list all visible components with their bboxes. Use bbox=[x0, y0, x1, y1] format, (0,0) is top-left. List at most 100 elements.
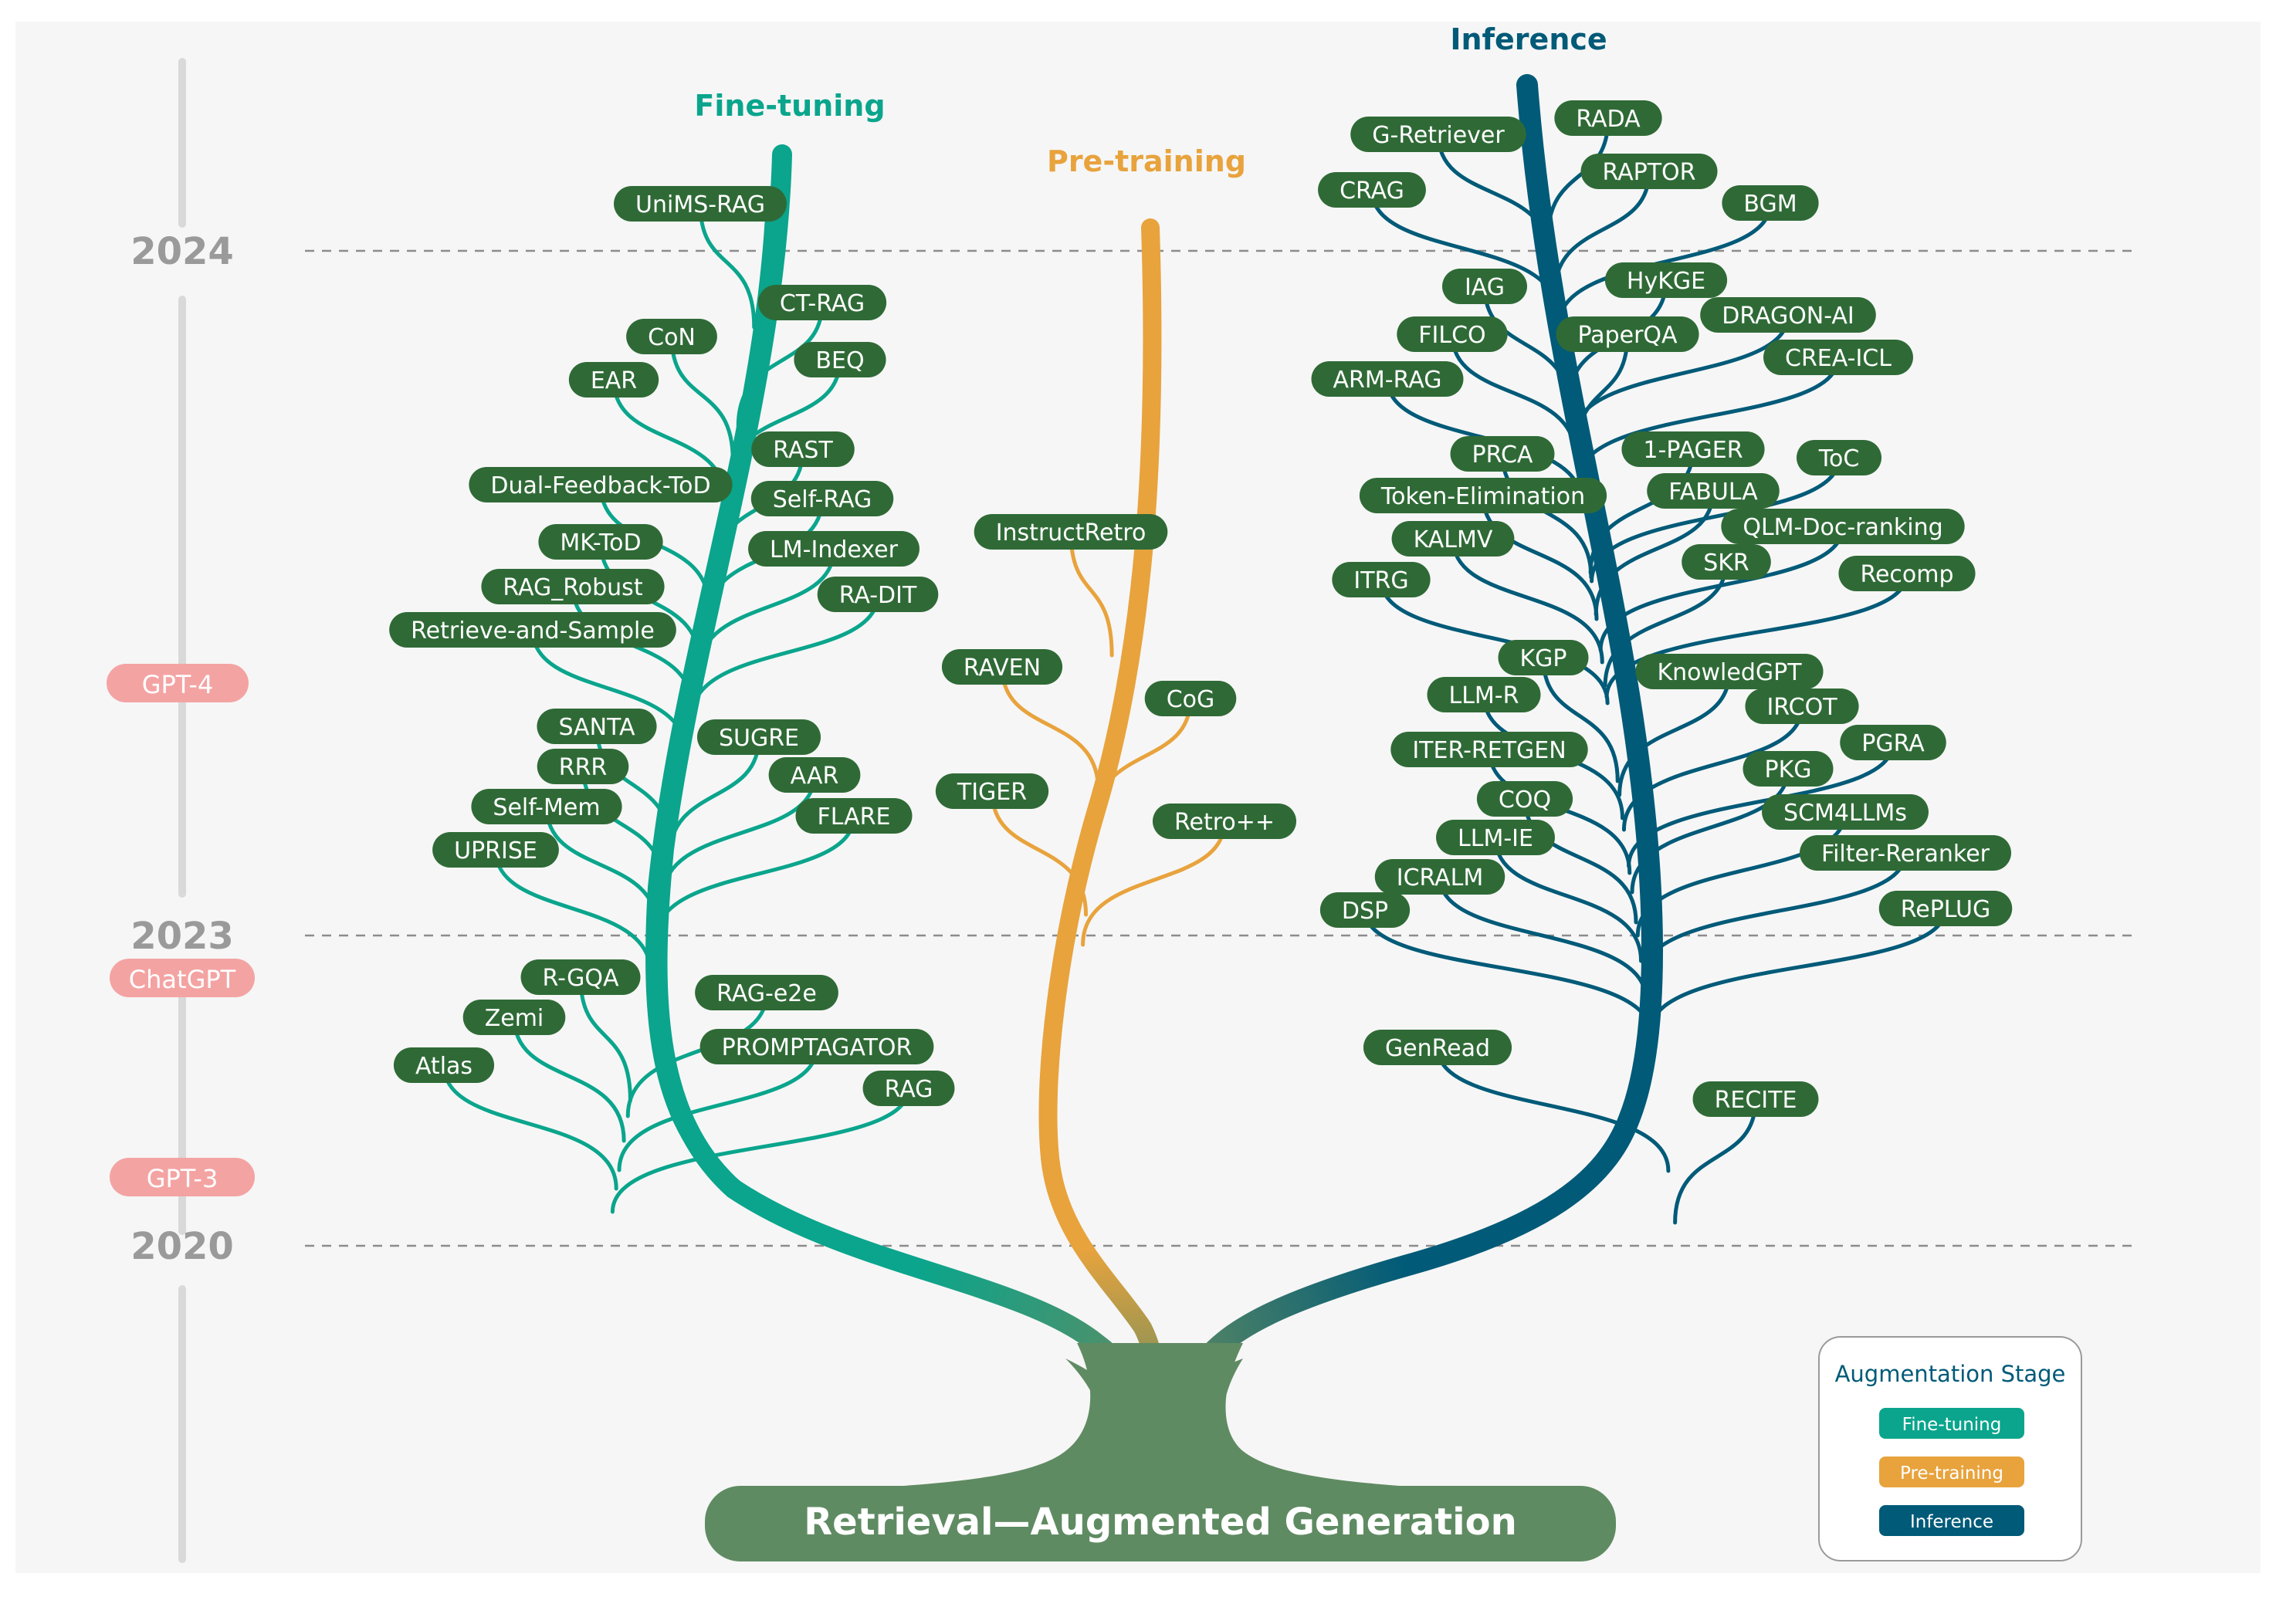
method-node-label: CoG bbox=[1167, 686, 1215, 713]
method-node-label: CRAG bbox=[1340, 178, 1404, 205]
method-node: KALMV bbox=[1391, 521, 1515, 557]
method-node-label: Retrieve-and-Sample bbox=[411, 617, 655, 645]
method-node-pill bbox=[1363, 1030, 1512, 1065]
method-node-label: EAR bbox=[591, 367, 637, 394]
legend-label-pre-training: Pre-training bbox=[1900, 1463, 2003, 1484]
year-label-2024: 2024 bbox=[130, 230, 234, 273]
method-node-label: RAVEN bbox=[964, 655, 1041, 682]
method-node-pill bbox=[626, 319, 717, 354]
method-node: RA-DIT bbox=[817, 577, 939, 612]
milestone-gpt3: GPT-3 bbox=[110, 1158, 255, 1196]
method-node: DSP bbox=[1319, 892, 1411, 928]
method-node-label: BEQ bbox=[815, 347, 864, 374]
method-node: ToC bbox=[1797, 440, 1881, 475]
method-node-label: Recomp bbox=[1860, 561, 1953, 588]
method-node-pill bbox=[751, 431, 855, 467]
branch-twig bbox=[1481, 493, 1599, 621]
branch-twig bbox=[1438, 875, 1648, 1003]
method-node-label: PKG bbox=[1764, 756, 1811, 783]
method-node: SANTA bbox=[537, 709, 657, 744]
method-node-pill bbox=[1311, 361, 1464, 397]
branch-twig bbox=[1648, 906, 1948, 1034]
method-node: BEQ bbox=[794, 342, 886, 377]
method-node: PROMPTAGATOR bbox=[699, 1029, 934, 1064]
method-node-label: SCM4LLMs bbox=[1783, 800, 1907, 827]
method-node-pill bbox=[1762, 794, 1929, 830]
branch-twig bbox=[512, 1015, 626, 1143]
method-node: PGRA bbox=[1840, 725, 1946, 760]
method-node-label: Retro++ bbox=[1174, 809, 1275, 836]
method-node-label: RAPTOR bbox=[1602, 159, 1695, 186]
method-node-pill bbox=[538, 524, 663, 560]
method-node-pill bbox=[1152, 804, 1297, 839]
method-node-label: KGP bbox=[1519, 645, 1566, 672]
method-node-label: Zemi bbox=[485, 1005, 544, 1032]
method-node-pill bbox=[537, 709, 657, 744]
method-node: Token-Elimination bbox=[1359, 478, 1607, 513]
method-node: Dual-Feedback-ToD bbox=[469, 467, 733, 502]
method-node-label: Token-Elimination bbox=[1380, 483, 1585, 510]
method-node-pill bbox=[699, 1029, 934, 1064]
method-node: InstructRetro bbox=[974, 514, 1168, 550]
method-node: IAG bbox=[1442, 269, 1527, 304]
branch-twig bbox=[1363, 908, 1653, 1036]
method-node-pill bbox=[1840, 725, 1946, 760]
method-node-label: IRCOT bbox=[1766, 694, 1837, 721]
method-node-label: LLM-IE bbox=[1458, 825, 1533, 852]
method-node-label: GenRead bbox=[1385, 1035, 1490, 1062]
method-node-label: RAG-e2e bbox=[716, 980, 817, 1007]
method-node-label: Self-RAG bbox=[773, 486, 872, 513]
method-node-label: TIGER bbox=[957, 779, 1027, 806]
method-node-label: SUGRE bbox=[719, 725, 799, 752]
method-node-label: COQ bbox=[1499, 787, 1551, 814]
method-node-label: IAG bbox=[1465, 274, 1505, 301]
branch-twig bbox=[1556, 201, 1773, 329]
method-node-pill bbox=[1436, 820, 1555, 855]
method-node-pill bbox=[1450, 436, 1555, 472]
method-node-pill bbox=[1763, 340, 1913, 375]
method-node: LLM-R bbox=[1427, 677, 1541, 712]
method-node-pill bbox=[1647, 473, 1780, 509]
method-node: LM-Indexer bbox=[748, 531, 920, 567]
method-node: TIGER bbox=[935, 773, 1049, 809]
method-node-label: PROMPTAGATOR bbox=[722, 1034, 913, 1061]
method-node-label: SKR bbox=[1703, 550, 1749, 577]
method-node-label: InstructRetro bbox=[996, 519, 1146, 546]
method-nodes: UniMS-RAGCT-RAGCoNBEQEARRASTDual-Feedbac… bbox=[389, 100, 2013, 1117]
method-node: UniMS-RAG bbox=[614, 186, 787, 222]
method-node-pill bbox=[1743, 751, 1834, 787]
method-node-pill bbox=[1692, 1081, 1819, 1117]
method-node: PRCA bbox=[1450, 436, 1555, 472]
method-node-pill bbox=[1374, 859, 1505, 895]
method-node: HyKGE bbox=[1604, 262, 1728, 298]
method-node-label: RAG bbox=[885, 1076, 933, 1103]
method-node: Retro++ bbox=[1152, 804, 1297, 839]
method-node: Zemi bbox=[462, 1000, 566, 1035]
method-node-pill bbox=[393, 1047, 495, 1083]
method-node-label: LLM-R bbox=[1449, 682, 1519, 709]
method-node: CRAG bbox=[1318, 172, 1426, 208]
method-node-pill bbox=[1838, 556, 1976, 591]
method-node-pill bbox=[1318, 172, 1426, 208]
method-node: UPRISE bbox=[432, 832, 559, 868]
method-node-pill bbox=[757, 285, 887, 320]
method-node: RePLUG bbox=[1878, 891, 2013, 926]
method-node: RAG bbox=[862, 1071, 955, 1106]
method-node-label: ToC bbox=[1818, 445, 1860, 472]
method-node-pill bbox=[1554, 100, 1662, 136]
branch-twig bbox=[578, 975, 632, 1103]
method-node: FABULA bbox=[1647, 473, 1780, 509]
method-node: ITER-RETGEN bbox=[1390, 732, 1588, 767]
legend-label-fine-tuning: Fine-tuning bbox=[1902, 1415, 2002, 1435]
method-node-pill bbox=[1745, 689, 1859, 724]
branch-title-pre-training: Pre-training bbox=[1047, 144, 1246, 178]
branch-twig bbox=[669, 334, 735, 462]
method-node: EAR bbox=[568, 362, 659, 398]
method-node-pill bbox=[481, 569, 665, 604]
inference-trunk bbox=[1171, 74, 1663, 1439]
method-node-label: CREA-ICL bbox=[1785, 345, 1892, 372]
method-node-pill bbox=[1580, 154, 1718, 189]
method-node-label: ITER-RETGEN bbox=[1412, 737, 1566, 764]
method-node-label: UPRISE bbox=[454, 837, 537, 864]
